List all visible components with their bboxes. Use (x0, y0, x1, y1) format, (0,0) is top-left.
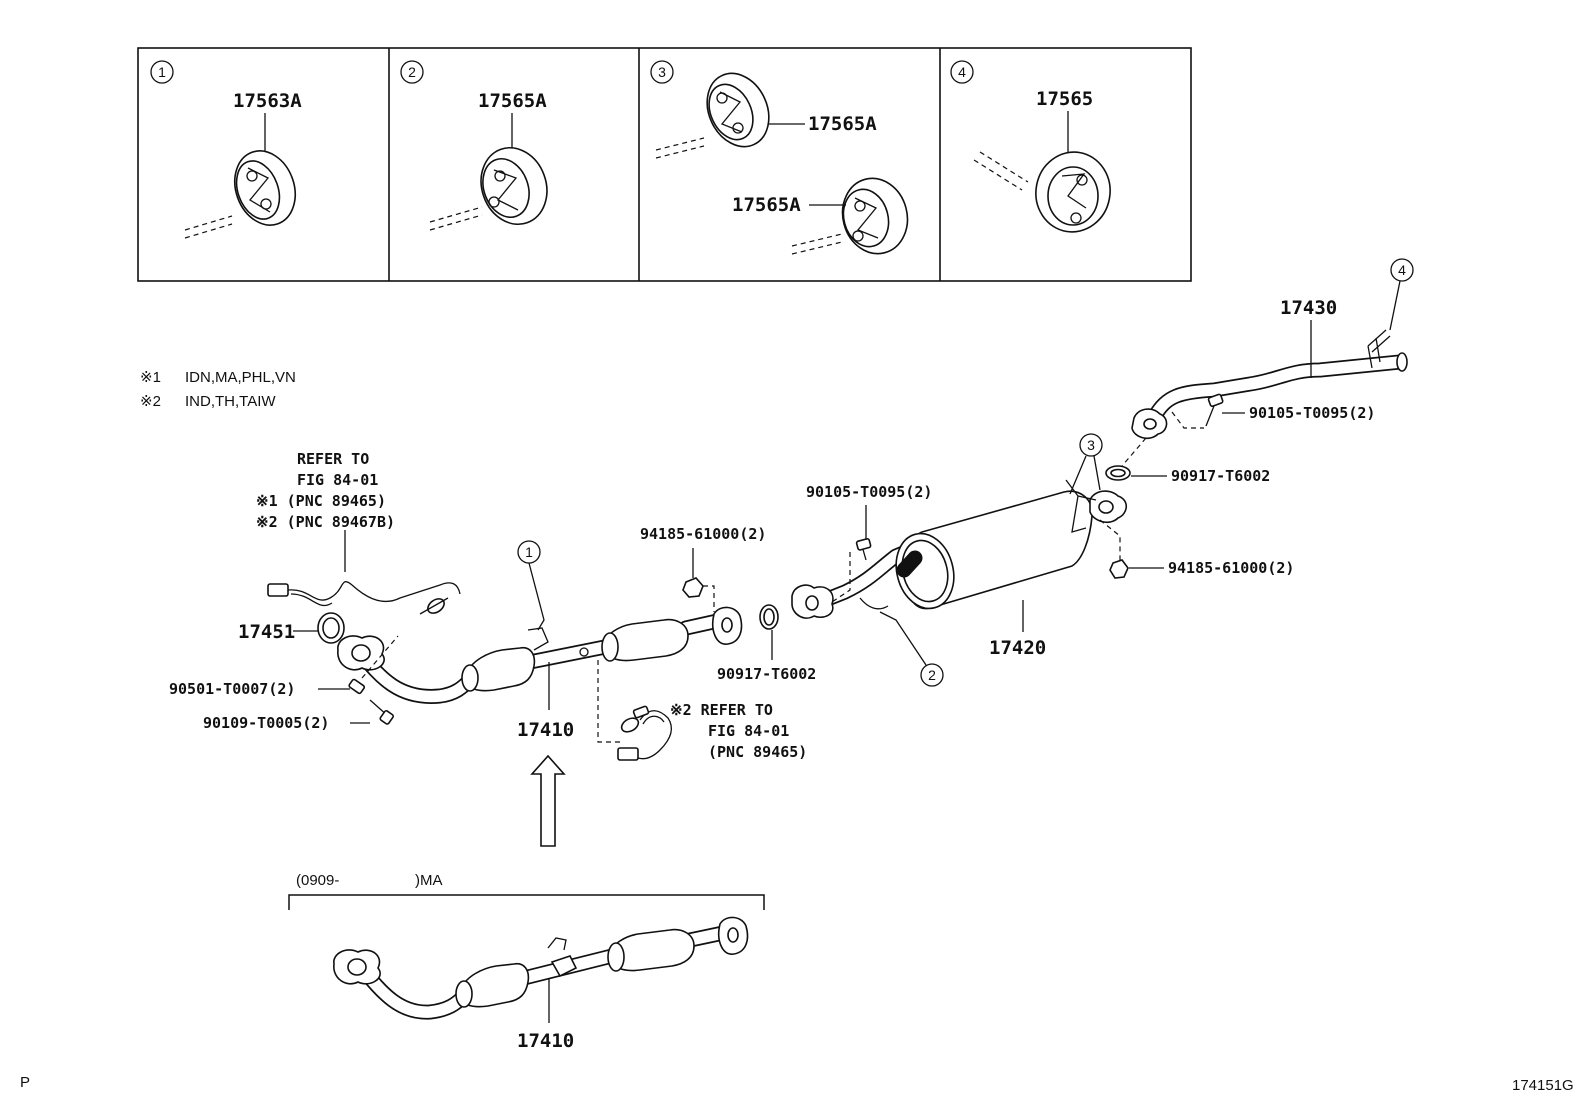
upper-oxygen-sensor-icon (267, 581, 461, 615)
upper-ref-line-1: REFER TO (297, 450, 369, 468)
label-17410: 17410 (517, 719, 574, 741)
upper-ref-line-2: FIG 84-01 (297, 471, 378, 489)
label-94185-right: 94185-61000(2) (1168, 559, 1294, 577)
label-90917-middle: 90917-T6002 (717, 665, 816, 683)
detail-box-4: 4 17565 (950, 60, 1111, 233)
gasket-17451 (317, 612, 345, 644)
nut-94185-right-icon (1109, 559, 1129, 579)
label-17430: 17430 (1280, 297, 1337, 319)
detail-box-4-number: 4 (958, 64, 966, 80)
detail-boxes (137, 47, 1192, 282)
lower-oxygen-sensor-icon (617, 705, 672, 761)
bolt-90109-icon (369, 699, 394, 725)
detail-box-3: 3 17565A 17565A (650, 60, 909, 255)
bolt-90501-icon (348, 678, 366, 695)
hanger-rubber-icon (706, 72, 770, 148)
gasket-90917-icon (759, 604, 779, 630)
detail-box-2-part: 17565A (478, 90, 547, 112)
callout-4: 4 (1398, 262, 1406, 278)
figure-id: 174151G (1512, 1077, 1574, 1094)
label-17420: 17420 (989, 637, 1046, 659)
detail-box-3-number: 3 (658, 64, 666, 80)
detail-box-2: 2 17565A (400, 60, 548, 231)
label-17410-variant: 17410 (517, 1030, 574, 1052)
arrow-up-icon (530, 754, 566, 847)
bolt-90105-right-icon (1205, 393, 1224, 427)
lower-ref-line-1: ※2 REFER TO (670, 701, 773, 719)
variant-market: )MA (415, 872, 443, 889)
upper-sensor-reference: REFER TO FIG 84-01 ※1 (PNC 89465) ※2 (PN… (256, 450, 395, 572)
detail-box-1-number: 1 (158, 64, 166, 80)
variant-range: (0909- (296, 872, 339, 889)
hanger-rubber-icon (480, 146, 548, 226)
hanger-rubber-icon (1035, 151, 1111, 233)
callout-3: 3 (1087, 437, 1095, 453)
lower-ref-line-3: (PNC 89465) (708, 743, 807, 761)
upper-ref-line-4: ※2 (PNC 89467B) (256, 513, 395, 531)
label-90917-right: 90917-T6002 (1171, 467, 1270, 485)
front-exhaust-pipe-variant (333, 916, 749, 1020)
label-90109: 90109-T0005(2) (203, 714, 329, 732)
detail-box-2-number: 2 (408, 64, 416, 80)
muffler-17420 (791, 479, 1128, 619)
footer-left: P (20, 1074, 30, 1091)
bolt-90105-middle-icon (855, 537, 872, 561)
hanger-rubber-icon (841, 177, 909, 255)
note-1-mark: ※1 (140, 369, 161, 386)
note-2-mark: ※2 (140, 393, 161, 410)
label-90501: 90501-T0007(2) (169, 680, 295, 698)
detail-box-3-part-top: 17565A (808, 113, 877, 135)
gasket-90917-right-icon (1105, 465, 1131, 481)
detail-box-3-part-bottom: 17565A (732, 194, 801, 216)
upper-ref-line-3: ※1 (PNC 89465) (256, 492, 386, 510)
note-1-text: IDN,MA,PHL,VN (185, 369, 296, 386)
callout-2: 2 (928, 667, 936, 683)
label-90105-middle: 90105-T0095(2) (806, 483, 932, 501)
lower-ref-line-2: FIG 84-01 (708, 722, 789, 740)
note-2-text: IND,TH,TAIW (185, 393, 276, 410)
label-17451: 17451 (238, 621, 295, 643)
nut-94185-icon (682, 577, 704, 598)
label-94185-left: 94185-61000(2) (640, 525, 766, 543)
market-notes: ※1 IDN,MA,PHL,VN ※2 IND,TH,TAIW (140, 369, 296, 410)
detail-box-1: 1 17563A (150, 60, 302, 239)
hanger-rubber-icon (234, 150, 296, 226)
detail-box-4-part: 17565 (1036, 88, 1093, 110)
tail-pipe-17430 (1131, 329, 1408, 440)
callout-1: 1 (525, 544, 533, 560)
variant-bracket: (0909- )MA (288, 872, 765, 910)
front-exhaust-pipe-17410 (337, 606, 743, 704)
label-90105-right: 90105-T0095(2) (1249, 404, 1375, 422)
detail-box-1-part: 17563A (233, 90, 302, 112)
